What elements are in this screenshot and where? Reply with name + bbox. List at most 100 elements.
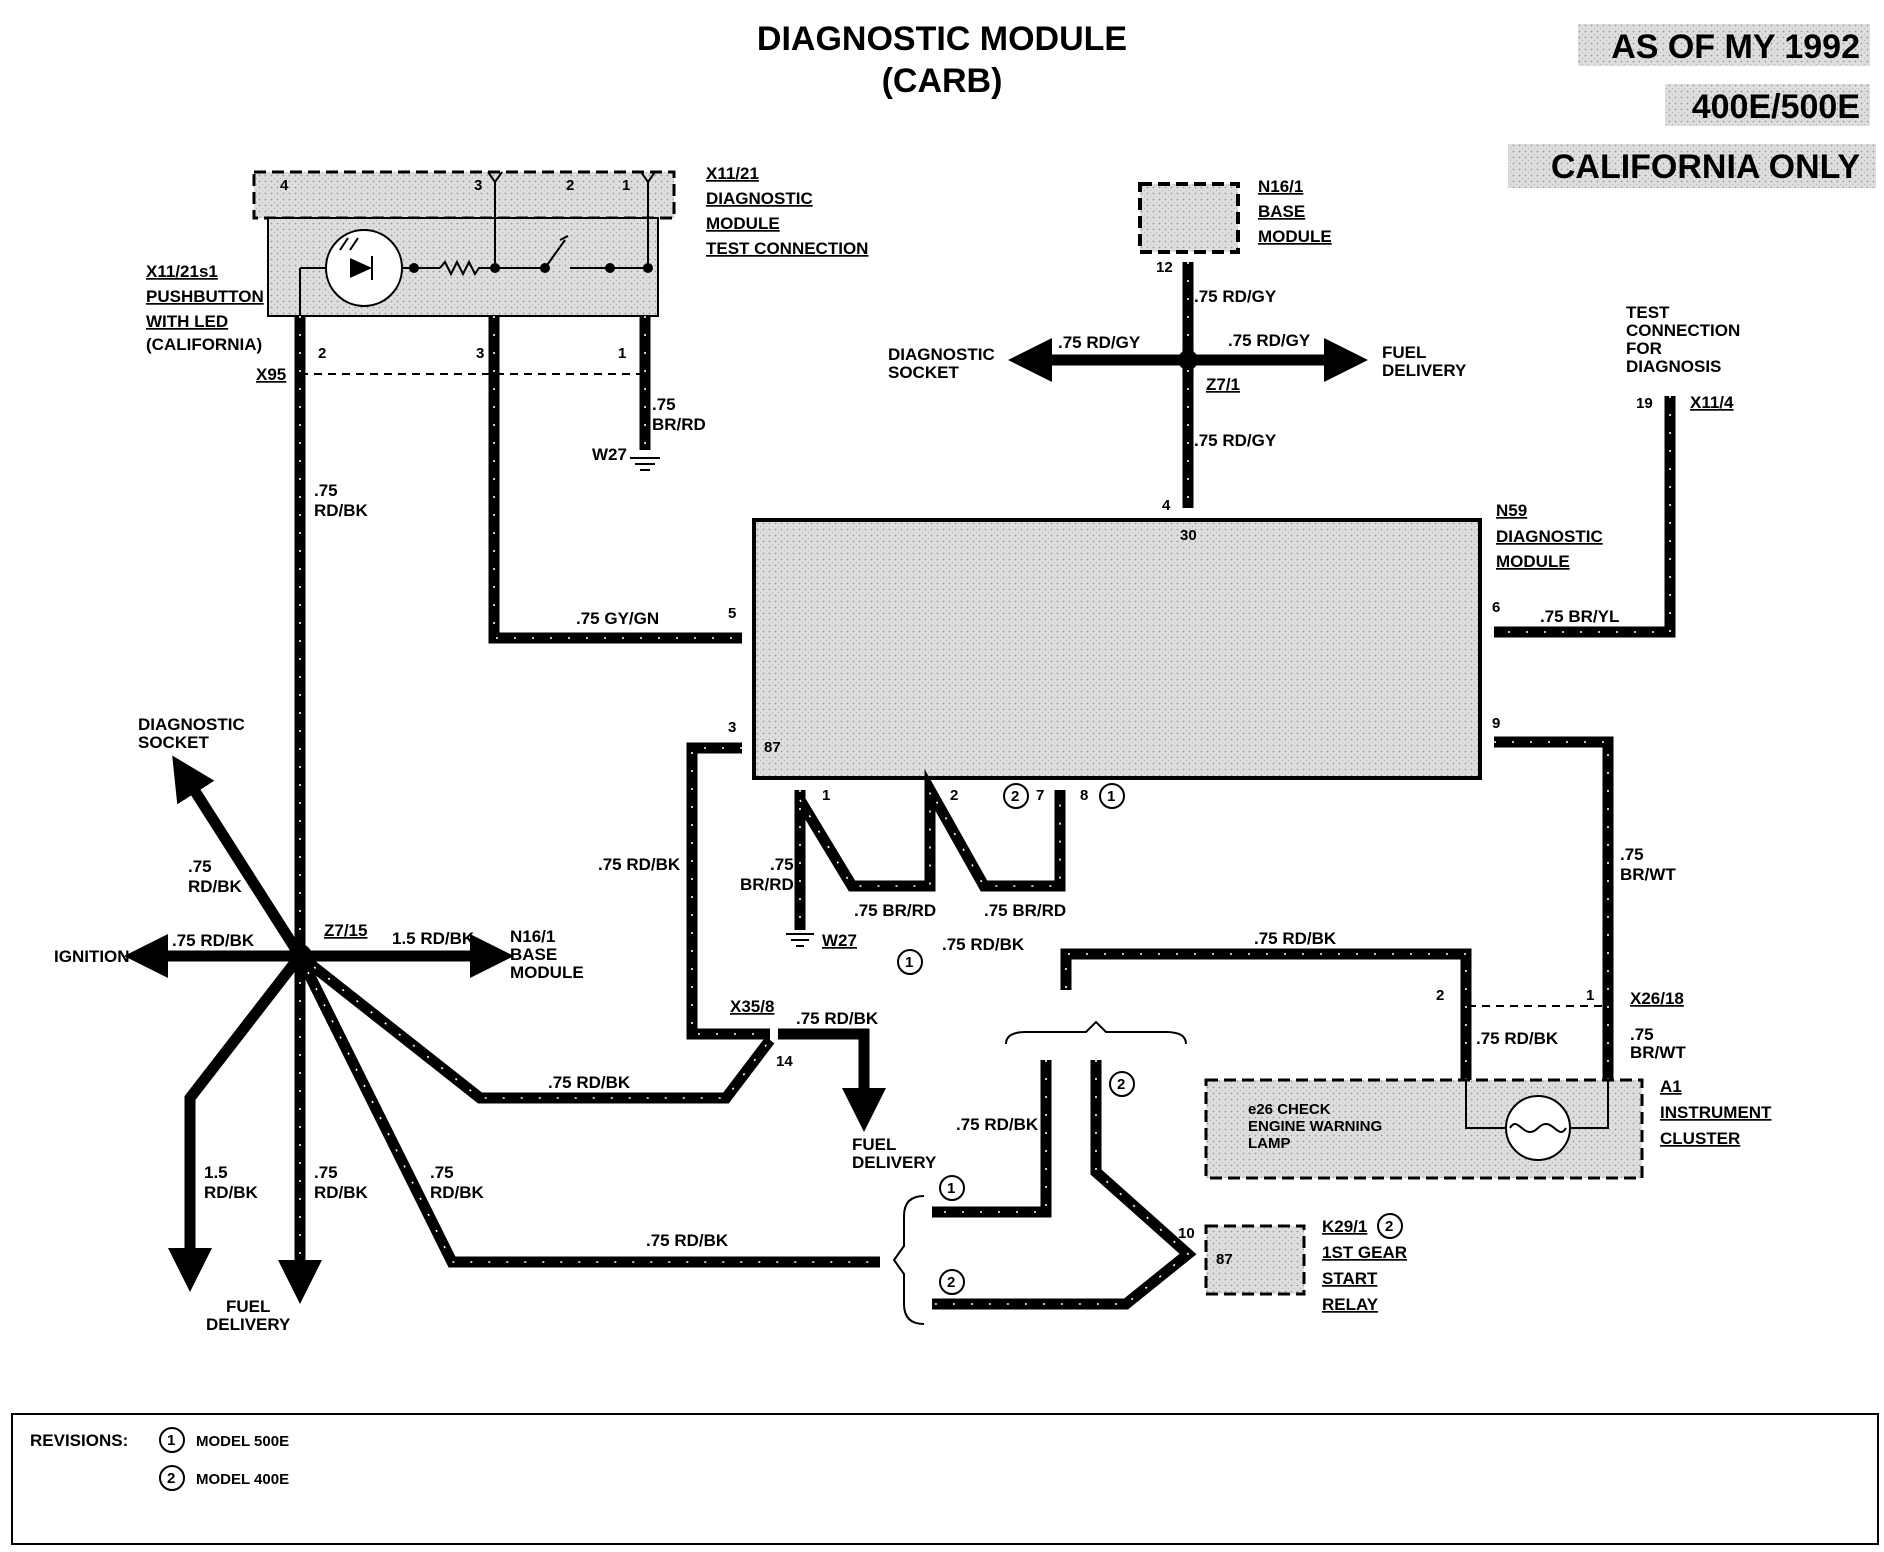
revisions-heading: REVISIONS:: [30, 1431, 128, 1450]
wire-rd-bk-option-1: [932, 1060, 1052, 1218]
x26-18-pin-2: 2: [1436, 987, 1444, 1004]
w27-ground-icon-2: [786, 933, 814, 947]
region-tag: CALIFORNIA ONLY: [1551, 148, 1860, 186]
revision-marker-2c-text: 2: [947, 1274, 955, 1291]
models-tag: 400E/500E: [1692, 88, 1860, 126]
circuit-node: [540, 263, 550, 273]
circuit-node: [605, 263, 615, 273]
wire-label: .75 RD/GY: [1194, 431, 1277, 450]
n59-line2: MODULE: [1496, 552, 1570, 571]
revision-legend-2-text: MODEL 400E: [196, 1471, 289, 1488]
z7-15-splice: [288, 944, 312, 968]
x11-21-pin-2: 2: [566, 177, 574, 194]
brace-top: [1005, 1020, 1187, 1045]
n59-pin-30: 30: [1180, 527, 1197, 544]
lamp-label-3: LAMP: [1248, 1135, 1291, 1152]
n59-pin-9: 9: [1492, 715, 1500, 732]
wire-label: .75: [314, 1163, 338, 1182]
revision-marker-1c-text: 1: [947, 1180, 955, 1197]
n59-pin-1: 1: [822, 787, 830, 804]
test-connection-line2: CONNECTION: [1626, 321, 1740, 340]
wire-label: RD/BK: [430, 1183, 485, 1202]
n59-pin-7: 7: [1036, 787, 1044, 804]
k29-1-line3: RELAY: [1322, 1295, 1379, 1314]
fuel-delivery-label-bottom: FUEL: [226, 1297, 270, 1316]
wire-label: .75 RD/BK: [796, 1009, 879, 1028]
n59-pin-6: 6: [1492, 599, 1500, 616]
wire-label-gy-gn: .75 GY/GN: [576, 609, 659, 628]
a1-line2: CLUSTER: [1660, 1129, 1740, 1148]
w27-label-top: W27: [592, 445, 627, 464]
wire-1-5-rd-bk-fuel: [168, 952, 305, 1292]
x11-4-label: X11/4: [1690, 393, 1734, 412]
diag-socket-label: DIAGNOSTIC: [888, 345, 995, 364]
n16-1-pin-12: 12: [1156, 259, 1173, 276]
revision-marker-1-text: 1: [1107, 788, 1115, 805]
x95-pin-3: 3: [476, 345, 484, 362]
wire-label: .75: [770, 855, 794, 874]
revision-marker-2: [1003, 783, 1029, 809]
k29-1-line1: 1ST GEAR: [1322, 1243, 1407, 1262]
revision-legend-2-num: 2: [167, 1470, 175, 1487]
revision-legend-1: [159, 1427, 185, 1453]
diag-socket-label-2: SOCKET: [888, 363, 959, 382]
diag-socket-label-left-2: SOCKET: [138, 733, 209, 752]
wire-label: BR/WT: [1620, 865, 1676, 884]
fuel-delivery-label-mid: FUEL: [852, 1135, 896, 1154]
wire-label: .75 RD/BK: [956, 1115, 1039, 1134]
models-tag-bg: [1665, 84, 1870, 126]
wire-label: .75 RD/BK: [1476, 1029, 1559, 1048]
wire-label: RD/BK: [188, 877, 243, 896]
test-connection-line4: DIAGNOSIS: [1626, 357, 1721, 376]
k29-1-label: K29/1: [1322, 1217, 1367, 1236]
revision-legend-1-num: 1: [167, 1432, 175, 1449]
wire-rd-bk-option-bus: [295, 953, 880, 1268]
model-year-tag: AS OF MY 1992: [1611, 28, 1860, 66]
wire-label-br-yl: .75 BR/YL: [1540, 607, 1619, 626]
n16-1-base-left: BASE: [510, 945, 557, 964]
wire-label: .75 RD/BK: [172, 931, 255, 950]
diagram-subtitle: (CARB): [882, 62, 1003, 100]
wire-label: .75 RD/GY: [1194, 287, 1277, 306]
n59-label: N59: [1496, 501, 1527, 520]
led-symbol-lines: [339, 237, 373, 280]
z7-15-label: Z7/15: [324, 921, 367, 940]
n59-pin-87: 87: [764, 739, 781, 756]
x11-21-pin-forks: [487, 171, 656, 218]
wire-label: .75 RD/BK: [1254, 929, 1337, 948]
revision-marker-1c: [939, 1175, 965, 1201]
x35-8-label: X35/8: [730, 997, 774, 1016]
n16-1-base-module: [1138, 182, 1240, 254]
x26-18-label: X26/18: [1630, 989, 1684, 1008]
wire-label: 1.5: [204, 1163, 228, 1182]
model-year-tag-bg: [1578, 24, 1870, 66]
x95-label: X95: [256, 365, 286, 384]
diagram-title: DIAGNOSTIC MODULE: [757, 20, 1127, 58]
wire-label: .75 RD/GY: [1058, 333, 1141, 352]
wire-label: .75 RD/GY: [1228, 331, 1311, 350]
x11-21-label: X11/21: [706, 164, 759, 183]
z7-1-label: Z7/1: [1206, 375, 1240, 394]
x11-21-pin-3: 3: [474, 177, 482, 194]
x26-18-pin-1: 1: [1586, 987, 1594, 1004]
wire-label: .75: [314, 481, 338, 500]
n16-1-label: N16/1: [1258, 177, 1303, 196]
revision-marker-2c: [939, 1269, 965, 1295]
k29-1-line2: START: [1322, 1269, 1378, 1288]
wire-label: RD/BK: [204, 1183, 259, 1202]
z7-1-splice: [1178, 350, 1198, 370]
wire-label: .75 BR/RD: [854, 901, 936, 920]
n59-pin-2: 2: [950, 787, 958, 804]
pushbutton-links: [494, 218, 649, 268]
x11-21s1-line2: WITH LED: [146, 312, 228, 331]
n16-1-module-left: MODULE: [510, 963, 584, 982]
ignition-label: IGNITION: [54, 947, 130, 966]
wire-rd-bk-pin3: [686, 742, 770, 1040]
w27-label-bottom: W27: [822, 931, 857, 950]
region-tag-bg: [1508, 144, 1876, 188]
x11-4-pin-19: 19: [1636, 395, 1653, 412]
revision-marker-2b-text: 2: [1117, 1076, 1125, 1093]
wire-option-2: [932, 1060, 1197, 1310]
revision-legend-1-text: MODEL 500E: [196, 1433, 289, 1450]
